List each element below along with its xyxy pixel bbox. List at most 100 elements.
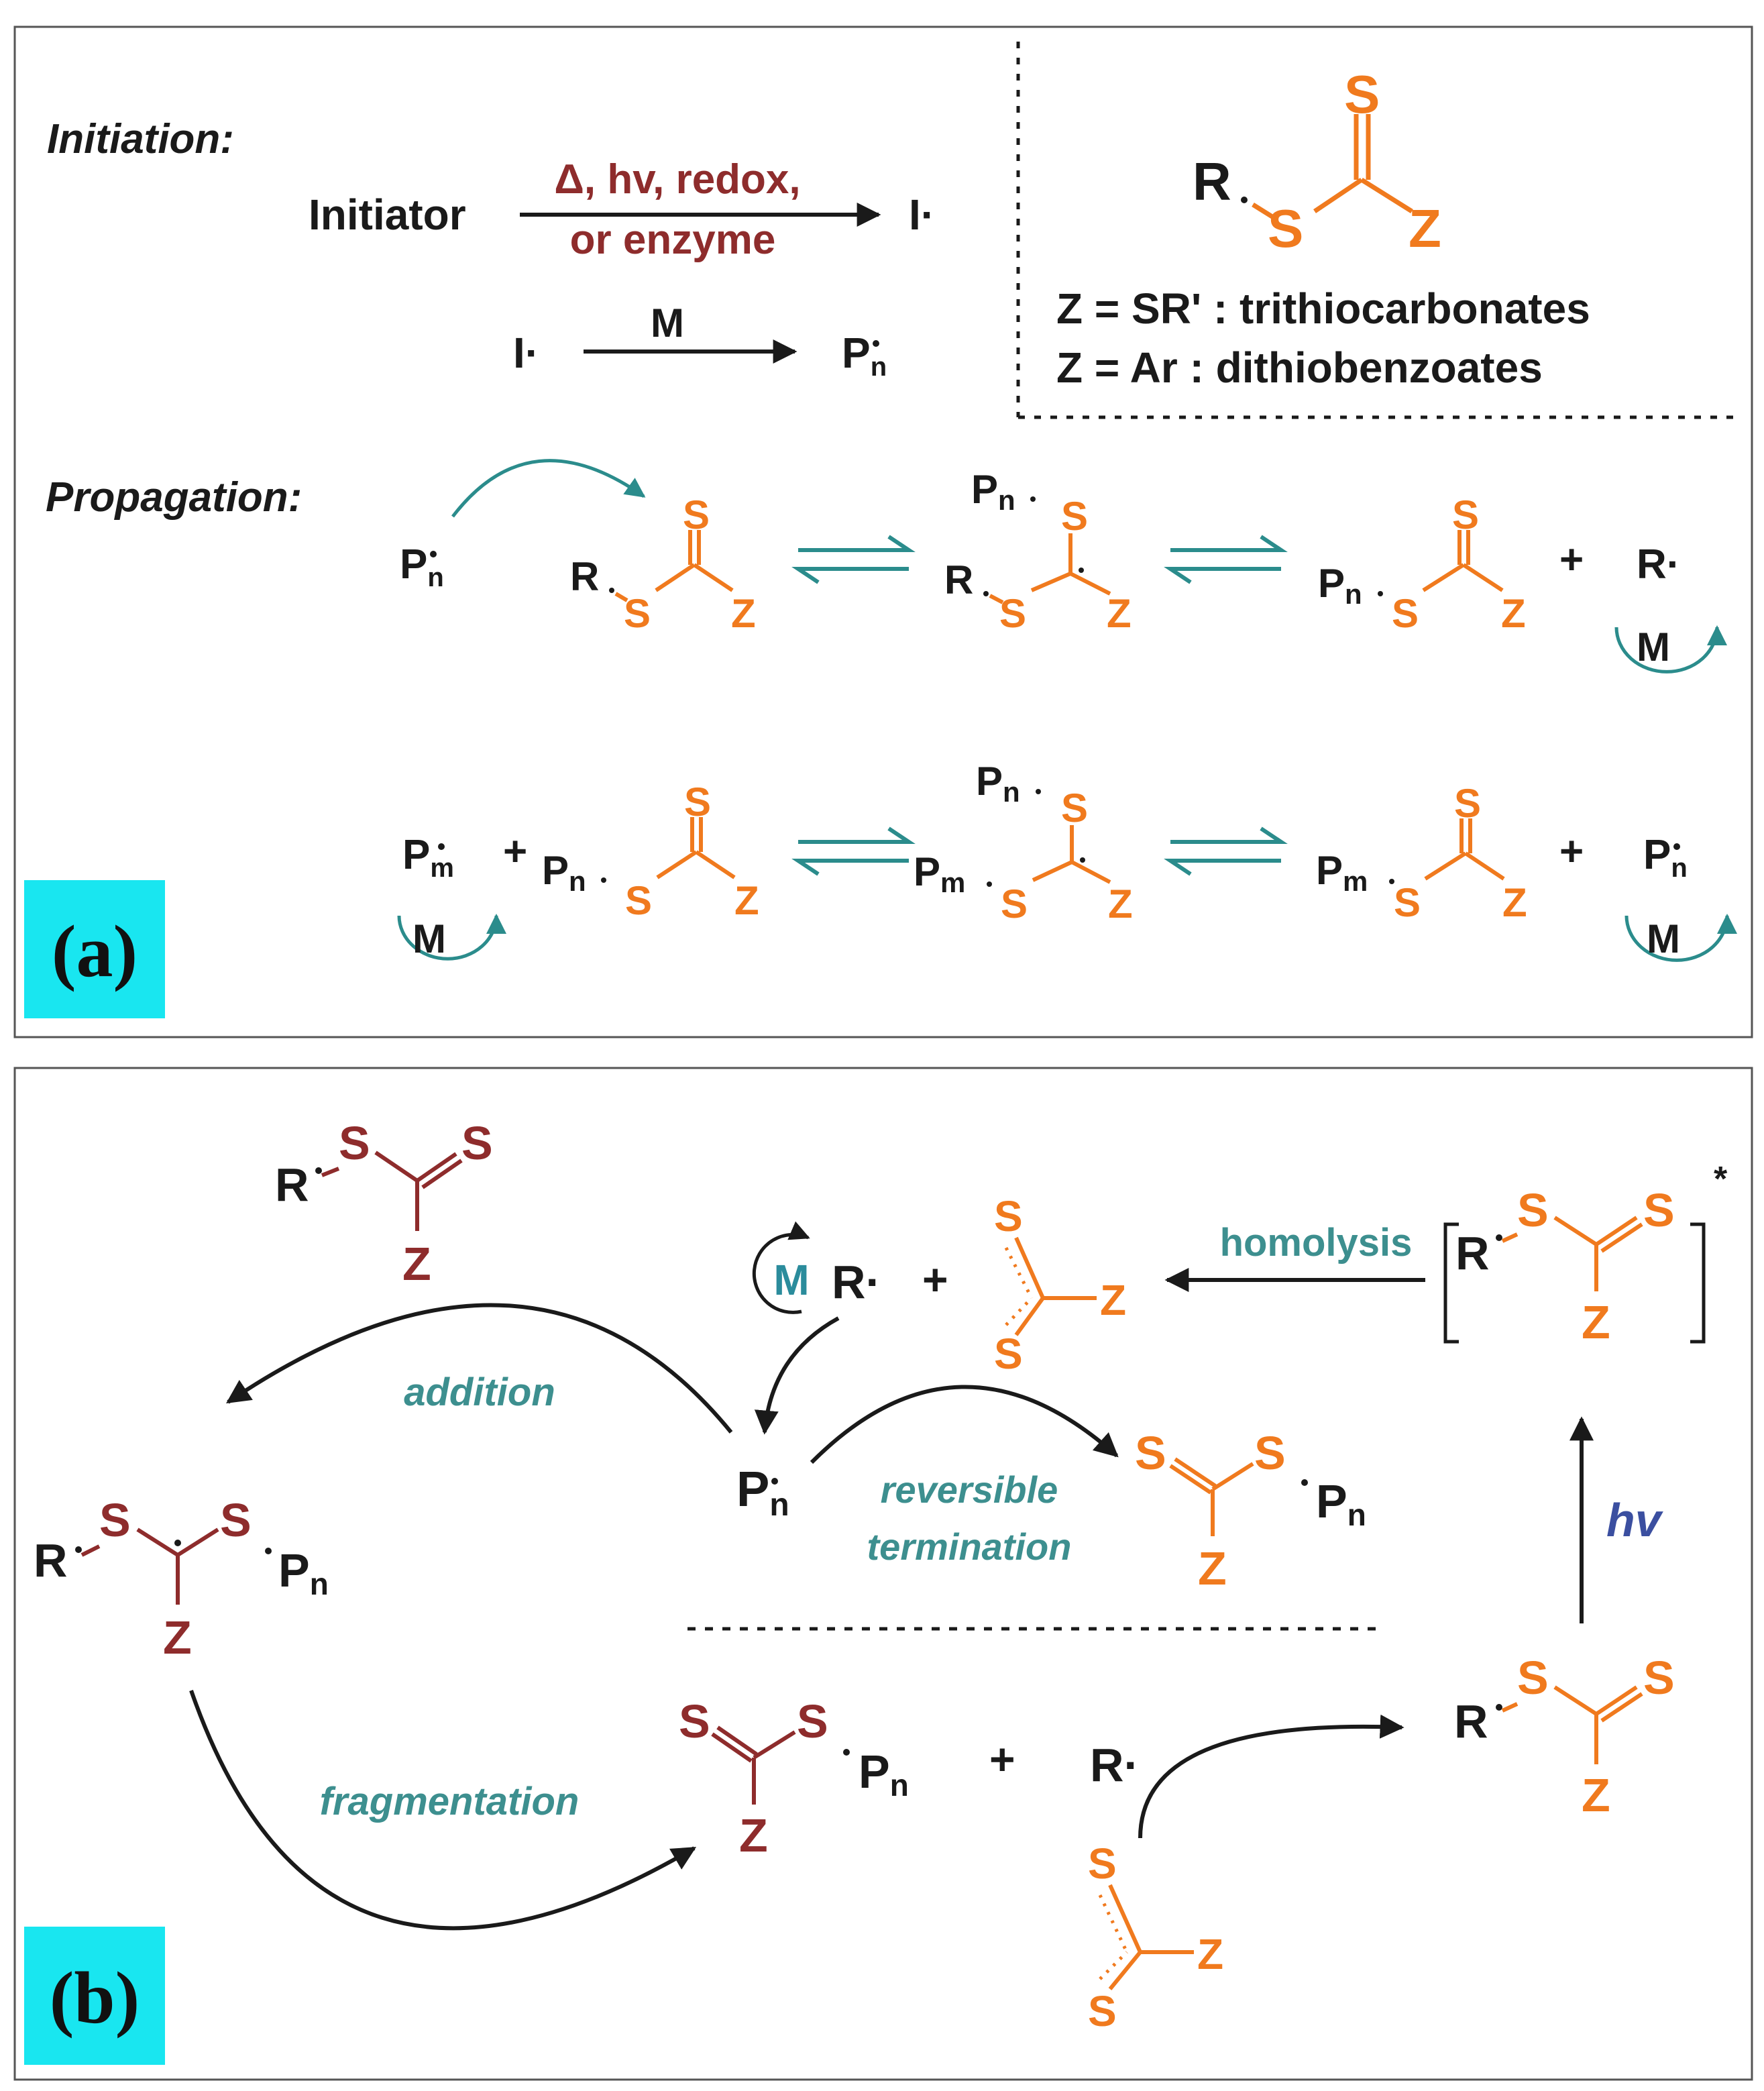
svg-text:Z: Z [163,1611,192,1664]
svg-text:Pn: Pn [976,759,1020,808]
svg-text:S: S [1643,1652,1675,1704]
svg-text:R: R [1455,1227,1490,1279]
plus-row2-left: + [503,828,527,875]
initiator-radical: I· [909,191,935,239]
svg-text:S: S [1643,1184,1675,1236]
raft-agent-row1: R S S Z [570,492,756,636]
panel-a-label-bg [24,880,165,1018]
reversible-label: reversible [881,1468,1058,1511]
raft-agent-initial: R S S Z [275,1117,493,1290]
excited-raft-agent: * R S S Z [1443,1160,1728,1348]
propagation-arrow-b [754,1316,840,1435]
svg-text:S: S [339,1117,370,1169]
dormant-species-orange: S S Pn Z [1135,1427,1366,1595]
svg-text:S: S [99,1494,131,1546]
addition-arrow [226,1303,733,1434]
panel-b-label: (b) [50,1957,140,2039]
plus-b-bottom: + [989,1734,1015,1784]
svg-text:*: * [1714,1160,1728,1199]
svg-text:S: S [994,1330,1023,1378]
svg-text:Z: Z [739,1809,768,1862]
initiation-conditions-line1: Δ, hv, redox, [554,156,800,203]
propagation-heading: Propagation: [46,474,302,521]
raft-product-row1: Pn S S Z [1318,492,1526,636]
equilibrium-arrows-row2-left [791,826,916,876]
svg-text:S: S [1392,591,1419,636]
svg-text:Z: Z [1107,591,1132,636]
thiocarbonyl-radical-top: S S Z [994,1192,1126,1378]
svg-text:Z: Z [402,1238,431,1290]
initiation-conditions-line2: or enzyme [570,217,776,263]
svg-text:Pn: Pn [278,1544,329,1601]
svg-text:S: S [1454,781,1481,826]
svg-text:Z: Z [731,591,756,636]
radical-dot [430,551,437,557]
termination-label: termination [867,1525,1072,1568]
svg-text:Z: Z [1501,591,1526,636]
svg-text:Z: Z [1100,1276,1126,1324]
svg-text:S: S [625,878,652,923]
pm-radical: Pm [402,832,454,883]
svg-text:S: S [797,1695,828,1748]
svg-text:S: S [1135,1427,1166,1479]
intermediate-radical-row1: Pn S R S Z [944,467,1132,636]
svg-text:S: S [1517,1652,1549,1704]
svg-text:R: R [944,557,973,602]
svg-text:S: S [1088,1839,1117,1888]
radical-dot [438,843,445,850]
equilibrium-arrows-row2-right [1164,826,1288,876]
r-radical-b-bottom: R· [1090,1739,1140,1791]
svg-text:S: S [999,591,1026,636]
radical-dot [771,1478,778,1485]
monomer-b: M [773,1256,809,1304]
panel-b-label-bg [24,1927,165,2065]
reversible-termination-arrow [810,1385,1119,1464]
svg-text:Pn: Pn [542,848,586,897]
svg-text:S: S [679,1695,710,1748]
svg-text:S: S [220,1494,252,1546]
svg-text:S: S [1452,492,1479,537]
monomer-cycle-arrow-b [752,1221,810,1314]
svg-text:Z: Z [1108,881,1133,926]
plus-b-top: + [922,1254,948,1304]
svg-text:R: R [1193,152,1231,211]
svg-text:S: S [624,591,651,636]
svg-text:Z: Z [1198,1542,1227,1595]
svg-text:S: S [1394,880,1421,925]
fragmentation-label: fragmentation [320,1780,580,1823]
svg-text:S: S [1268,199,1303,258]
thiocarbonyl-radical-bottom: S S Z [1088,1839,1223,2035]
pn-radical-row2: Pn [1643,832,1688,883]
svg-text:S: S [1061,494,1088,539]
monomer-label: M [651,301,684,345]
svg-text:S: S [461,1117,493,1169]
svg-text:S: S [1344,64,1380,124]
svg-text:S: S [1088,1987,1117,2035]
svg-text:Z: Z [1409,199,1441,258]
raft-agent-structure: R S S Z [1193,64,1441,258]
addition-label: addition [404,1371,555,1414]
svg-text:Z: Z [734,878,759,923]
svg-text:R: R [34,1534,68,1587]
intermediate-radical-row2: Pn S Pm S Z [914,759,1133,926]
monomer-row2: M [1647,916,1680,961]
svg-text:Z: Z [1502,880,1527,925]
svg-text:S: S [1517,1184,1549,1236]
svg-text:Z: Z [1582,1296,1610,1348]
radical-dot [873,340,879,347]
propagating-radical-pn: Pn [842,329,887,382]
hv-label: hv [1606,1494,1664,1546]
r-radical-b-top: R· [832,1256,881,1308]
recombination-arrow [1138,1714,1404,1839]
plus-row2-right: + [1559,828,1584,875]
panel-a-frame [13,25,1753,1038]
svg-text:Pn: Pn [1318,561,1362,610]
plus-row1: + [1559,537,1584,583]
svg-text:S: S [1061,786,1088,830]
initiator-label: Initiator [309,191,466,239]
intermediate-radical-b: R S S Pn Z [34,1494,329,1664]
radical-dot [1673,843,1680,850]
curved-arrow-row1 [451,459,646,518]
pn-radical-b: Pn [736,1461,789,1523]
